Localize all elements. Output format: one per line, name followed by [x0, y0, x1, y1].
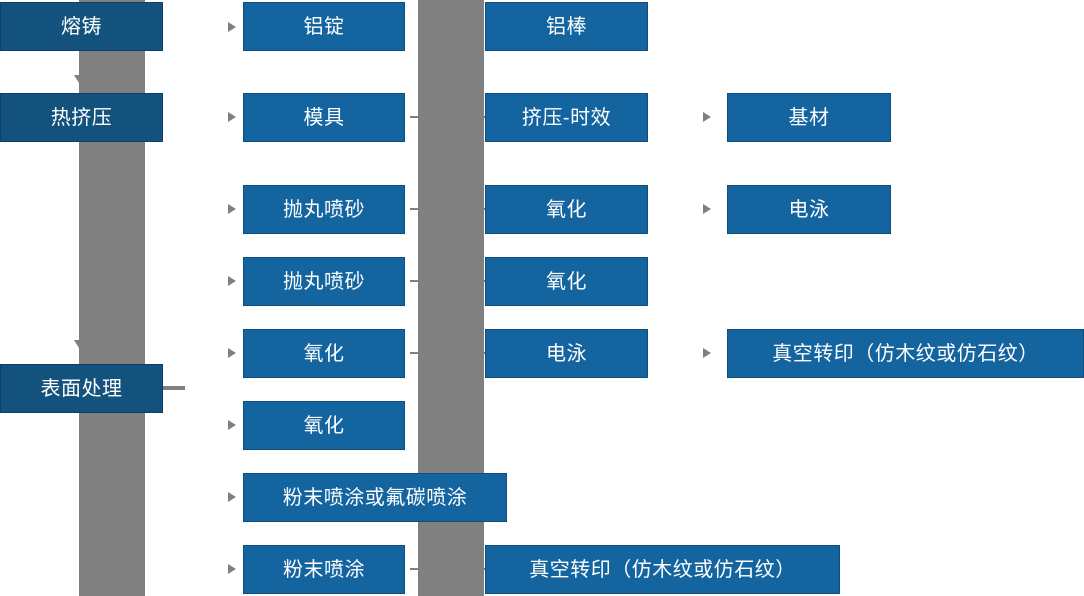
connector-mid-1	[410, 116, 490, 118]
node-oxidation-col3-2-label: 氧化	[546, 270, 587, 293]
connector-band-middle	[418, 0, 440, 596]
node-extrusion-aging-label: 挤压-时效	[521, 106, 612, 129]
node-electrophoresis-col4-label: 电泳	[788, 198, 830, 221]
node-extrusion-aging[interactable]: 挤压-时效	[485, 93, 648, 142]
arrow-to-shotblast-1	[228, 204, 236, 214]
arrow-down-to-surface	[74, 340, 84, 348]
arrow-to-powder-coating-1	[228, 492, 236, 502]
node-powder-coating-label: 粉末喷涂	[283, 558, 365, 581]
arrow-to-oxidation-1	[228, 348, 236, 358]
arrow-to-oxidation-2	[228, 420, 236, 430]
node-shotblast-1[interactable]: 抛丸喷砂	[243, 185, 405, 234]
arrow-to-substrate	[703, 112, 711, 122]
node-aluminum-ingot-label: 铝锭	[303, 15, 345, 38]
node-electrophoresis-col3-label: 电泳	[546, 342, 587, 365]
node-substrate[interactable]: 基材	[727, 93, 891, 142]
stage-node-melting[interactable]: 熔铸	[0, 2, 163, 51]
connector-stage-surface	[145, 386, 185, 390]
node-oxidation-col3-1-label: 氧化	[546, 198, 587, 221]
node-vacuum-transfer-col3-label: 真空转印（仿木纹或仿石纹）	[529, 558, 796, 581]
node-vacuum-transfer-col3[interactable]: 真空转印（仿木纹或仿石纹）	[485, 545, 840, 594]
connector-mid-2	[410, 208, 490, 210]
node-mold[interactable]: 模具	[243, 93, 405, 142]
node-oxidation-col3-2[interactable]: 氧化	[485, 257, 648, 306]
stage-node-melting-label: 熔铸	[61, 15, 102, 38]
connector-mid-5	[410, 568, 490, 570]
arrow-to-electrophoresis	[703, 204, 711, 214]
node-powder-or-fluorocarbon-coating-label: 粉末喷涂或氟碳喷涂	[282, 486, 468, 509]
node-mold-label: 模具	[303, 106, 345, 129]
stage-node-hot-extrusion-label: 热挤压	[50, 106, 113, 129]
node-vacuum-transfer-col4[interactable]: 真空转印（仿木纹或仿石纹）	[727, 329, 1084, 378]
node-electrophoresis-col4[interactable]: 电泳	[727, 185, 891, 234]
node-oxidation-col2-1[interactable]: 氧化	[243, 329, 405, 378]
node-shotblast-2-label: 抛丸喷砂	[283, 270, 365, 293]
node-electrophoresis-col3[interactable]: 电泳	[485, 329, 648, 378]
stage-node-surface-treatment-label: 表面处理	[40, 377, 123, 400]
connector-mid-3	[410, 280, 490, 282]
arrow-to-mold	[228, 112, 236, 122]
connector-band-left	[79, 0, 145, 596]
arrow-to-aluminum-ingot	[228, 22, 236, 32]
node-aluminum-rod-label: 铝棒	[546, 15, 587, 38]
connector-mid-4	[410, 352, 490, 354]
node-oxidation-col2-2[interactable]: 氧化	[243, 401, 405, 450]
stage-node-hot-extrusion[interactable]: 热挤压	[0, 93, 163, 142]
node-powder-or-fluorocarbon-coating[interactable]: 粉末喷涂或氟碳喷涂	[243, 473, 507, 522]
arrow-to-powder-coating-2	[228, 564, 236, 574]
node-aluminum-ingot[interactable]: 铝锭	[243, 2, 405, 51]
arrow-to-shotblast-2	[228, 276, 236, 286]
node-vacuum-transfer-col4-label: 真空转印（仿木纹或仿石纹）	[772, 342, 1039, 365]
node-powder-coating[interactable]: 粉末喷涂	[243, 545, 405, 594]
node-oxidation-col2-2-label: 氧化	[303, 414, 345, 437]
node-oxidation-col3-1[interactable]: 氧化	[485, 185, 648, 234]
node-shotblast-1-label: 抛丸喷砂	[283, 198, 365, 221]
arrow-to-vacuum-transfer	[703, 348, 711, 358]
node-aluminum-rod[interactable]: 铝棒	[485, 2, 648, 51]
stage-node-surface-treatment[interactable]: 表面处理	[0, 364, 163, 413]
node-oxidation-col2-1-label: 氧化	[303, 342, 345, 365]
node-substrate-label: 基材	[788, 106, 830, 129]
node-shotblast-2[interactable]: 抛丸喷砂	[243, 257, 405, 306]
arrow-down-to-extrusion	[74, 75, 84, 83]
